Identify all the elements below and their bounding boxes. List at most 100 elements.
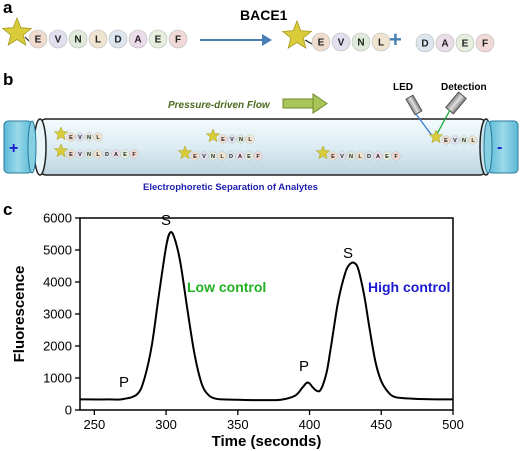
amino-acid-letter: E: [247, 154, 251, 160]
amino-acid-letter: N: [87, 135, 91, 141]
x-tick-label: 300: [155, 417, 177, 432]
amino-acid-letter: E: [123, 152, 127, 158]
x-axis-label: Time (seconds): [212, 433, 322, 450]
flow-label: Pressure-driven Flow: [168, 100, 271, 111]
amino-acid-letter: L: [96, 135, 100, 141]
amino-acid-bead: [371, 32, 391, 52]
amino-acid-bead: [328, 151, 338, 161]
amino-acid-bead: [441, 135, 451, 145]
amino-acid-bead: [253, 151, 263, 161]
y-axis-label: Fluorescence: [11, 266, 28, 363]
x-tick-label: 500: [442, 417, 464, 432]
enzyme-label: BACE1: [240, 7, 288, 23]
amino-acid-bead: [84, 149, 94, 159]
fluorophore-star-icon: [53, 143, 69, 158]
panel-b-letter: b: [3, 70, 13, 89]
amino-acid-letter: N: [357, 38, 364, 49]
amino-acid-letter: L: [358, 154, 362, 160]
amino-acid-bead: [66, 149, 76, 159]
amino-acid-letter: V: [202, 154, 206, 160]
amino-acid-bead: [218, 134, 228, 144]
amino-acid-letter: A: [376, 154, 380, 160]
high-control-label: High control: [368, 279, 450, 295]
amino-acid-bead: [66, 132, 76, 142]
amino-acid-letter: V: [78, 152, 82, 158]
amino-acid-letter: V: [78, 135, 82, 141]
amino-acid-letter: D: [114, 35, 121, 46]
detection-label: Detection: [441, 82, 487, 93]
amino-acid-bead: [226, 151, 236, 161]
amino-acid-bead: [108, 29, 128, 49]
amino-acid-letter: F: [256, 154, 260, 160]
fluorophore-star-icon: [205, 128, 221, 143]
amino-acid-bead: [129, 149, 139, 159]
amino-acid-bead: [382, 151, 392, 161]
amino-acid-bead: [245, 134, 255, 144]
flow-arrow: [282, 93, 328, 114]
y-tick-label: 1000: [43, 371, 72, 386]
amino-acid-bead: [351, 32, 371, 52]
y-tick-label: 2000: [43, 339, 72, 354]
amino-acid-letter: L: [471, 138, 475, 144]
amino-acid-bead: [373, 151, 383, 161]
amino-acid-letter: V: [453, 138, 457, 144]
plot-frame: [79, 217, 454, 411]
amino-acid-bead: [168, 29, 188, 49]
amino-acid-letter: A: [134, 35, 141, 46]
peak-label-p1: P: [119, 374, 129, 391]
amino-acid-bead: [111, 149, 121, 159]
amino-acid-letter: E: [221, 137, 225, 143]
x-tick-label: 450: [370, 417, 392, 432]
amino-acid-letter: A: [238, 154, 242, 160]
amino-acid-letter: F: [394, 154, 398, 160]
amino-acid-letter: E: [155, 35, 162, 46]
amino-acid-letter: A: [114, 152, 118, 158]
amino-acid-bead: [455, 33, 475, 53]
amino-acid-bead: [337, 151, 347, 161]
led-source: [405, 94, 434, 138]
x-tick-label: 350: [227, 417, 249, 432]
amino-acid-letter: N: [87, 152, 91, 158]
amino-acid-letter: V: [338, 38, 345, 49]
low-control-label: Low control: [187, 279, 266, 295]
amino-acid-bead: [102, 149, 112, 159]
panel-b: b Pressure-driven Flow + - LE: [3, 70, 519, 193]
amino-acid-bead: [236, 134, 246, 144]
amino-acid-bead: [311, 32, 331, 52]
amino-acid-bead: [68, 29, 88, 49]
amino-acid-letter: F: [132, 152, 136, 158]
amino-acid-bead: [435, 33, 455, 53]
amino-acid-letter: F: [175, 35, 181, 46]
amino-acid-bead: [148, 29, 168, 49]
amino-acid-bead: [459, 135, 469, 145]
amino-acid-bead: [364, 151, 374, 161]
amino-acid-letter: D: [229, 154, 233, 160]
amino-acid-bead: [331, 32, 351, 52]
amino-acid-letter: N: [462, 138, 466, 144]
amino-acid-bead: [450, 135, 460, 145]
fluorophore-star-icon: [428, 129, 444, 144]
cathode-sign: -: [497, 139, 502, 156]
amino-acid-letter: L: [95, 35, 101, 46]
amino-acid-letter: L: [220, 154, 224, 160]
amino-acid-bead: [75, 149, 85, 159]
fluorophore-star-icon: [1, 16, 33, 46]
amino-acid-letter: V: [230, 137, 234, 143]
amino-acid-letter: D: [421, 39, 428, 50]
y-tick-label: 6000: [43, 211, 72, 226]
amino-acid-bead: [475, 33, 495, 53]
amino-acid-letter: L: [96, 152, 100, 158]
amino-acid-bead: [227, 134, 237, 144]
amino-acid-bead: [48, 29, 68, 49]
amino-acid-bead: [128, 29, 148, 49]
